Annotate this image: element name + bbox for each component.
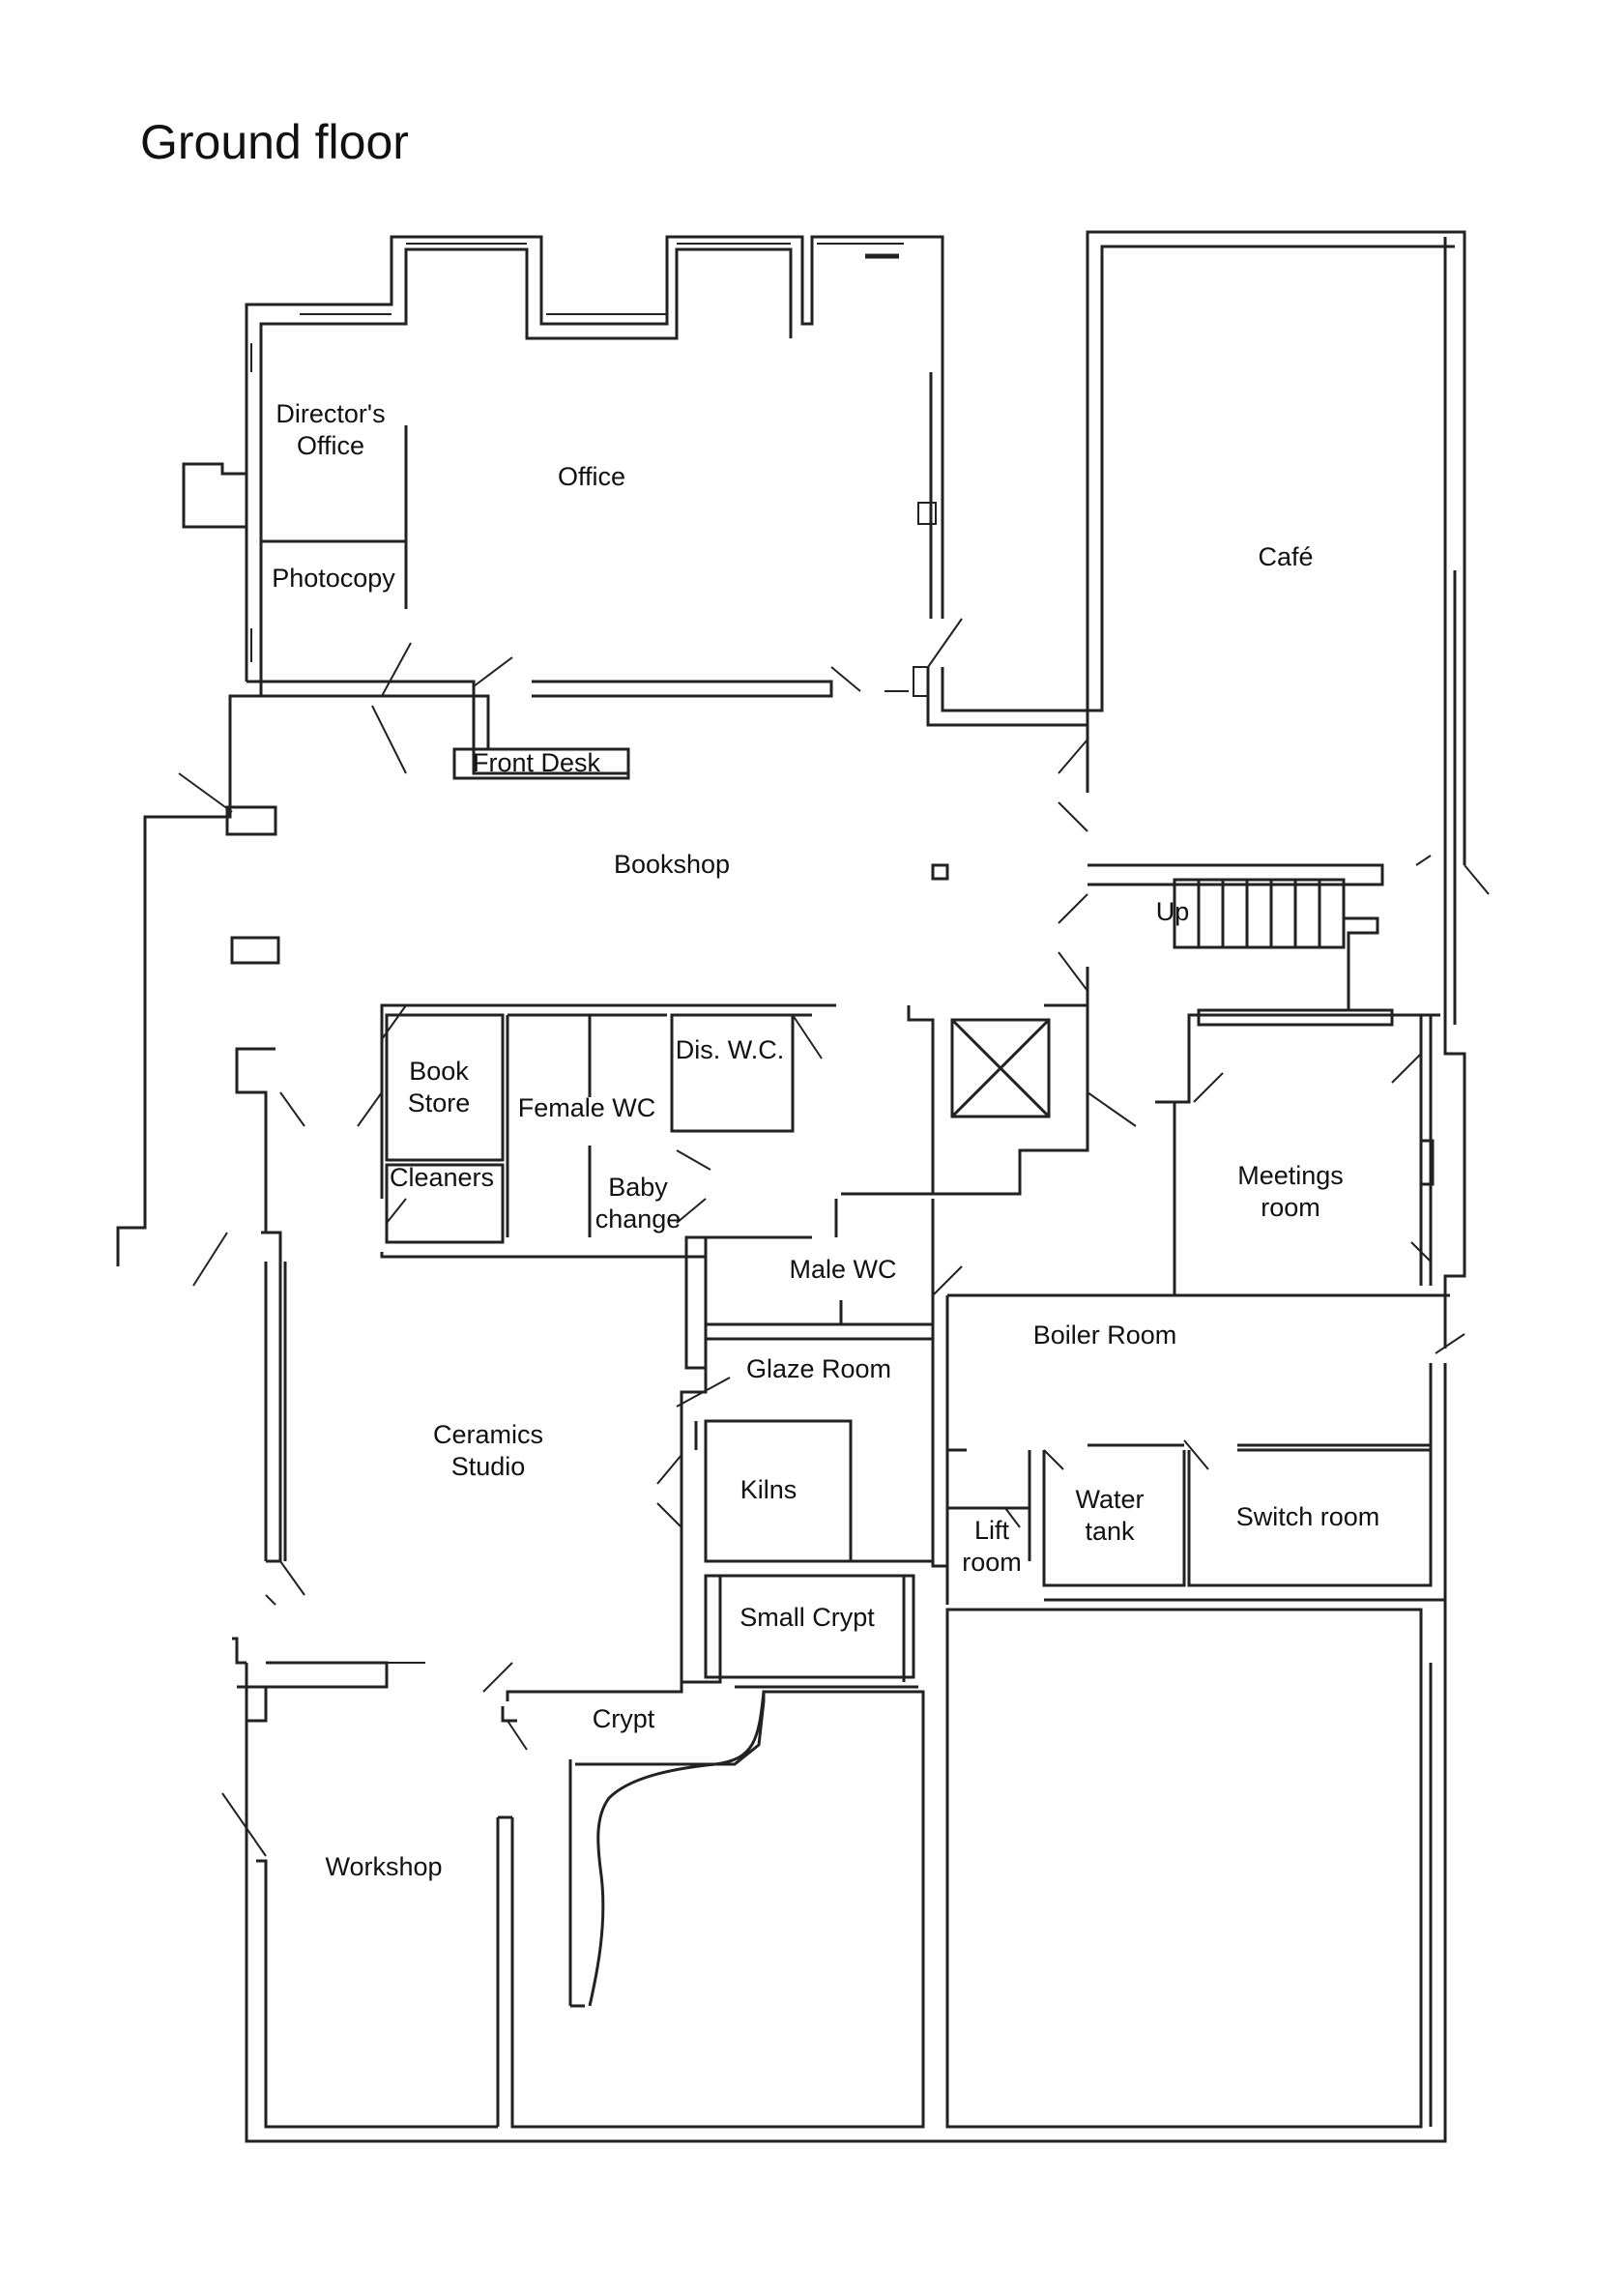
stair-label-up: Up: [1156, 897, 1190, 926]
room-label-bookshop: Bookshop: [614, 850, 730, 879]
office-block-wall: [245, 235, 944, 682]
room-label-glaze-room: Glaze Room: [746, 1354, 891, 1383]
room-label-kilns: Kilns: [740, 1475, 798, 1504]
room-label-meetings-room-1: Meetings: [1237, 1161, 1344, 1190]
room-label-crypt: Crypt: [593, 1704, 655, 1733]
room-label-water-tank-2: tank: [1085, 1517, 1135, 1546]
room-label-female-wc: Female WC: [518, 1093, 656, 1122]
room-label-directors-office-2: Office: [297, 431, 364, 460]
room-label-male-wc: Male WC: [789, 1255, 896, 1284]
office-inner-wall: [259, 247, 793, 682]
room-label-lift-room-1: Lift: [974, 1516, 1010, 1545]
room-label-baby-change-1: Baby: [608, 1173, 668, 1202]
room-label-photocopy: Photocopy: [272, 564, 395, 593]
room-label-office: Office: [558, 462, 625, 491]
outer-wall-west: [116, 682, 263, 1266]
room-label-meetings-room-2: room: [1261, 1193, 1320, 1222]
room-label-cafe: Café: [1258, 542, 1313, 571]
room-label-front-desk: Front Desk: [473, 748, 601, 777]
room-label-book-store-2: Store: [408, 1088, 471, 1117]
room-label-small-crypt: Small Crypt: [740, 1603, 875, 1632]
room-label-baby-change-2: change: [595, 1205, 682, 1234]
page-title: Ground floor: [140, 115, 409, 169]
room-label-boiler-room: Boiler Room: [1033, 1321, 1177, 1350]
room-label-cleaners: Cleaners: [390, 1163, 494, 1192]
wc-block-wall: [380, 1003, 836, 1199]
room-label-lift-room-2: room: [962, 1548, 1022, 1577]
room-label-switch-room: Switch room: [1236, 1502, 1380, 1531]
room-label-workshop: Workshop: [325, 1852, 442, 1881]
room-label-book-store-1: Book: [409, 1057, 469, 1086]
room-label-water-tank-1: Water: [1075, 1485, 1144, 1514]
room-label-dis-wc: Dis. W.C.: [676, 1035, 785, 1064]
outer-wall-east: [1443, 237, 1466, 1349]
room-label-ceramics-studio-2: Studio: [451, 1452, 526, 1481]
outer-wall-south: [245, 1363, 1447, 2143]
room-label-ceramics-studio-1: Ceramics: [433, 1420, 543, 1449]
room-label-directors-office-1: Director's: [276, 399, 385, 428]
